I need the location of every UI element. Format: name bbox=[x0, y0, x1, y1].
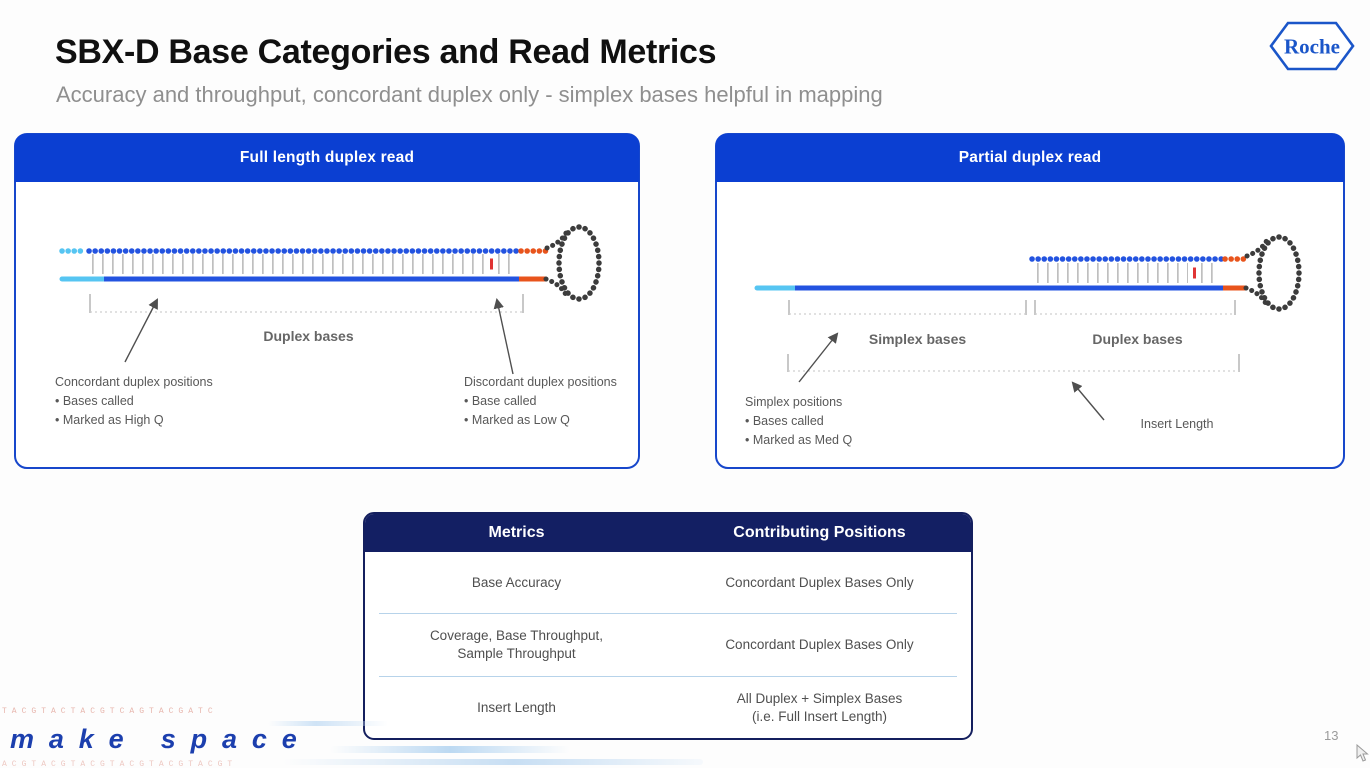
roche-logo-text: Roche bbox=[1284, 35, 1340, 59]
blue-streak bbox=[268, 721, 388, 726]
partial-read-diagram bbox=[754, 234, 1302, 421]
blue-streak bbox=[330, 746, 570, 753]
table-header-contributing-positions: Contributing Positions bbox=[733, 524, 906, 541]
make-space-wordmark: make space bbox=[10, 724, 312, 754]
page-subtitle: Accuracy and throughput, concordant dupl… bbox=[56, 82, 883, 107]
simplex-bases-label: Simplex bases bbox=[868, 331, 967, 347]
dna-sequence-text-top: TACGTACTACGTCAGTACGATC bbox=[2, 707, 218, 716]
cell-positions: All Duplex + Simplex Bases (i.e. Full In… bbox=[736, 691, 903, 724]
panel-full-length-duplex: Full length duplex read bbox=[14, 133, 640, 469]
panel-partial-duplex: Partial duplex read bbox=[715, 133, 1345, 469]
annotation-bullet: • Marked as Low Q bbox=[464, 413, 570, 427]
simplex-arrow bbox=[798, 332, 839, 383]
mouse-cursor bbox=[1356, 744, 1369, 762]
hairpin-loop bbox=[1256, 234, 1302, 312]
annotation-title: Simplex positions bbox=[745, 395, 843, 409]
page-number: 13 bbox=[1324, 728, 1339, 743]
annotation-bullet: • Marked as High Q bbox=[55, 413, 164, 427]
roche-logo-icon: Roche bbox=[1269, 21, 1355, 71]
annotation-bullet: • Bases called bbox=[55, 394, 134, 408]
table-row: Base Accuracy Concordant Duplex Bases On… bbox=[365, 552, 971, 613]
annotation-bullet: • Marked as Med Q bbox=[745, 433, 853, 447]
cell-positions: Concordant Duplex Bases Only bbox=[725, 637, 914, 652]
discordant-arrow bbox=[493, 297, 514, 375]
annotation-title: Concordant duplex positions bbox=[55, 375, 213, 389]
concordant-annotation: Concordant duplex positions • Bases call… bbox=[55, 373, 213, 430]
panel-header: Full length duplex read bbox=[15, 134, 639, 182]
simplex-annotation: Simplex positions • Bases called • Marke… bbox=[745, 393, 852, 450]
discordant-mismatch-mark bbox=[1193, 267, 1196, 279]
annotation-bullet: • Base called bbox=[464, 394, 537, 408]
concordant-arrow bbox=[124, 298, 158, 363]
hairpin-flare-bottom bbox=[543, 276, 570, 300]
table-header-metrics: Metrics bbox=[488, 524, 545, 541]
discordant-mismatch-mark bbox=[490, 258, 493, 270]
table-row: Insert Length All Duplex + Simplex Bases… bbox=[365, 677, 971, 738]
cell-positions: Concordant Duplex Bases Only bbox=[725, 574, 914, 590]
discordant-annotation: Discordant duplex positions • Base calle… bbox=[464, 373, 617, 430]
panel-header-label: Partial duplex read bbox=[958, 149, 1102, 166]
annotation-title: Discordant duplex positions bbox=[464, 375, 617, 389]
panel-header-label: Full length duplex read bbox=[239, 149, 415, 166]
duplex-bases-label: Duplex bases bbox=[1092, 331, 1183, 347]
full-length-read-diagram bbox=[59, 224, 602, 375]
cell-metric: Base Accuracy bbox=[471, 574, 562, 590]
cell-metric: Insert Length bbox=[477, 700, 556, 715]
row-divider bbox=[379, 676, 957, 677]
cell-metric: Coverage, Base Throughput, Sample Throug… bbox=[429, 628, 604, 661]
table-row: Coverage, Base Throughput, Sample Throug… bbox=[365, 614, 971, 676]
insert-length-label: Insert Length bbox=[1140, 417, 1214, 431]
annotation-bullet: • Bases called bbox=[745, 414, 824, 428]
insert-length-arrow bbox=[1071, 381, 1105, 421]
page-title: SBX-D Base Categories and Read Metrics bbox=[55, 33, 717, 71]
panel-header: Partial duplex read bbox=[716, 134, 1344, 182]
row-divider bbox=[379, 613, 957, 614]
blue-streak bbox=[283, 759, 703, 765]
hairpin-loop bbox=[556, 224, 602, 302]
metrics-table: Metrics Contributing Positions Base Accu… bbox=[363, 512, 973, 740]
dna-sequence-text-bottom: ACGTACGTACGTACGTACGTACGT bbox=[2, 760, 238, 768]
duplex-bases-label: Duplex bases bbox=[263, 328, 354, 344]
table-header-row: Metrics Contributing Positions bbox=[365, 514, 971, 552]
